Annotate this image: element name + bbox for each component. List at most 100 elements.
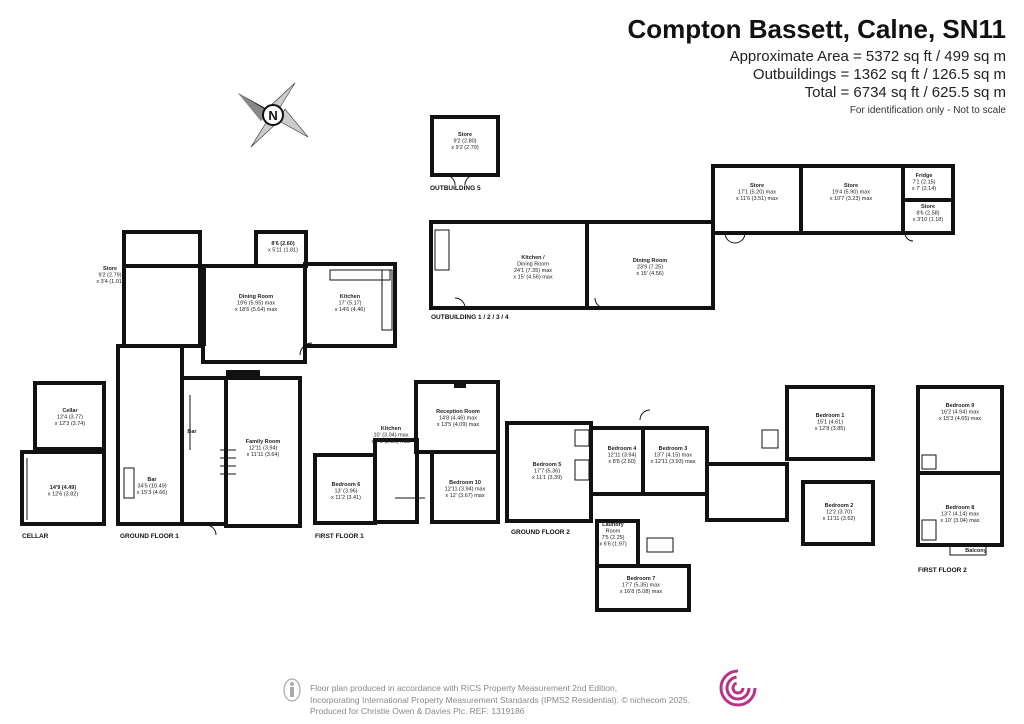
kitchen-dining-out	[429, 220, 589, 310]
room-label-line: x 11'6 (3.51) max	[736, 196, 778, 202]
room-label-line: x 18'6 (5.64) max	[235, 307, 278, 313]
room-label-line: x 15' (4.56)	[636, 271, 664, 277]
room-label-line: 23'9 (7.25)	[637, 265, 663, 271]
room-label-line: Dining Room	[633, 258, 667, 264]
room-label-line: Bedroom 2	[825, 503, 854, 509]
rics-person-icon	[282, 678, 302, 707]
room-label-line: Bar	[187, 429, 197, 435]
bedroom-3	[641, 426, 709, 496]
room-label-line: 7'5 (2.25)	[601, 535, 624, 541]
room-label-line: 13'7 (4.14) max	[941, 512, 979, 518]
room-label-line: 19'4 (5.90) max	[832, 190, 870, 196]
section-label-outbuilding-1-4: OUTBUILDING 1 / 2 / 3 / 4	[431, 314, 509, 321]
dining-room-out	[585, 220, 715, 310]
room-label-balcony: Balcony	[965, 548, 987, 554]
section-label-outbuilding-5: OUTBUILDING 5	[430, 185, 481, 192]
total-area: Total = 6734 sq ft / 625.5 sq m	[804, 84, 1006, 101]
room-label-line: Bar	[147, 477, 157, 483]
room-label-line: x 11'11 (3.64)	[247, 452, 280, 458]
room-label-line: Laundry	[602, 522, 625, 528]
kitchen-first	[373, 438, 419, 524]
room-label-line: x 11'1 (3.39)	[532, 475, 562, 481]
scale-note: For identification only - Not to scale	[849, 105, 1006, 116]
room-label-line: 17'7 (5.36)	[534, 469, 560, 475]
room-label-line: 17'1 (5.20) max	[738, 190, 776, 196]
room-label-cellar-b: 14'9 (4.49)x 12'6 (3.82)	[48, 485, 79, 498]
room-label-line: 7'1 (2.15)	[912, 180, 935, 186]
room-label-line: Reception Room	[436, 409, 480, 415]
footer-line-2: Incorporating International Property Mea…	[310, 694, 690, 705]
room-label-line: Bedroom 8	[946, 505, 975, 511]
footer-text: Floor plan produced in accordance with R…	[310, 683, 690, 718]
bar-room	[116, 344, 184, 526]
dining-room	[201, 264, 307, 364]
bedroom-7	[595, 564, 691, 612]
room-label-line: x 5'11 (1.81)	[268, 248, 298, 254]
room-label-line: x 12'11 (3.93) max	[651, 459, 696, 465]
wc-block	[122, 264, 202, 348]
room-label-line: Store	[921, 204, 935, 210]
room-label-line: 19'6 (5.95) max	[237, 301, 275, 307]
cellar-room-a	[33, 381, 106, 451]
room-label-line: 10' (3.04) max	[374, 433, 409, 439]
page-title: Compton Bassett, Calne, SN11	[627, 14, 1006, 44]
room-label-line: Room	[606, 529, 621, 535]
room-label-line: x 12'3 (3.74)	[55, 421, 86, 427]
room-label-line: Store	[458, 132, 472, 138]
room-label-line: 12'11 (3.94)	[608, 453, 637, 459]
room-label-line: Dining Room	[239, 294, 273, 300]
room-label-line: Bedroom 1	[816, 413, 845, 419]
utility-room	[254, 230, 308, 268]
room-label-line: x 11'2 (3.41)	[331, 495, 361, 501]
room-label-line: 34'5 (10.49)	[137, 484, 166, 490]
compass-icon: N	[238, 82, 309, 148]
compass-north-label: N	[268, 108, 277, 123]
room-label-line: 16'2 (4.94) max	[941, 410, 979, 416]
room-label-line: x 7'9 (2.36) max	[371, 439, 411, 445]
room-label-line: x 6'6 (1.97)	[599, 542, 627, 548]
room-label-line: 17' (5.17)	[338, 301, 361, 307]
room-label-line: Kitchen	[381, 426, 402, 432]
room-label-line: x 9'2 (2.79)	[451, 145, 479, 151]
room-label-line: x 13'5 (4.09) max	[437, 422, 480, 428]
room-label-line: 12'4 (3.77)	[57, 415, 83, 421]
approximate-area: Approximate Area = 5372 sq ft / 499 sq m	[729, 48, 1006, 65]
room-label-line: x 12'6 (3.82)	[48, 492, 79, 498]
room-label-line: 24'1 (7.35) max	[514, 268, 552, 274]
room-label-line: x 10'7 (3.23) max	[830, 196, 873, 202]
bedroom-2	[801, 480, 875, 546]
nichecom-logo-icon	[718, 668, 758, 713]
kitchen-room	[303, 262, 397, 348]
room-label-line: 12'11 (3.94) max	[445, 487, 486, 493]
cellar-room-b	[20, 450, 106, 526]
bedroom-9	[916, 385, 1004, 475]
room-label-line: Balcony	[965, 548, 987, 554]
outbuilding-5	[430, 115, 500, 177]
room-label-line: x 15' (4.56) max	[513, 275, 553, 281]
section-label-cellar: CELLAR	[22, 533, 49, 540]
room-label-line: Kitchen	[340, 294, 361, 300]
room-label-line: 12'11 (3.94)	[249, 446, 278, 452]
room-label-line: x 3'4 (1.01)	[96, 279, 124, 285]
room-label-line: 14'9 (4.49)	[50, 485, 77, 491]
room-label-line: Store	[844, 183, 858, 189]
bedroom-1	[785, 385, 875, 461]
room-label-line: Cellar	[62, 408, 78, 414]
room-label-line: x 12'8 (3.85)	[815, 426, 846, 432]
